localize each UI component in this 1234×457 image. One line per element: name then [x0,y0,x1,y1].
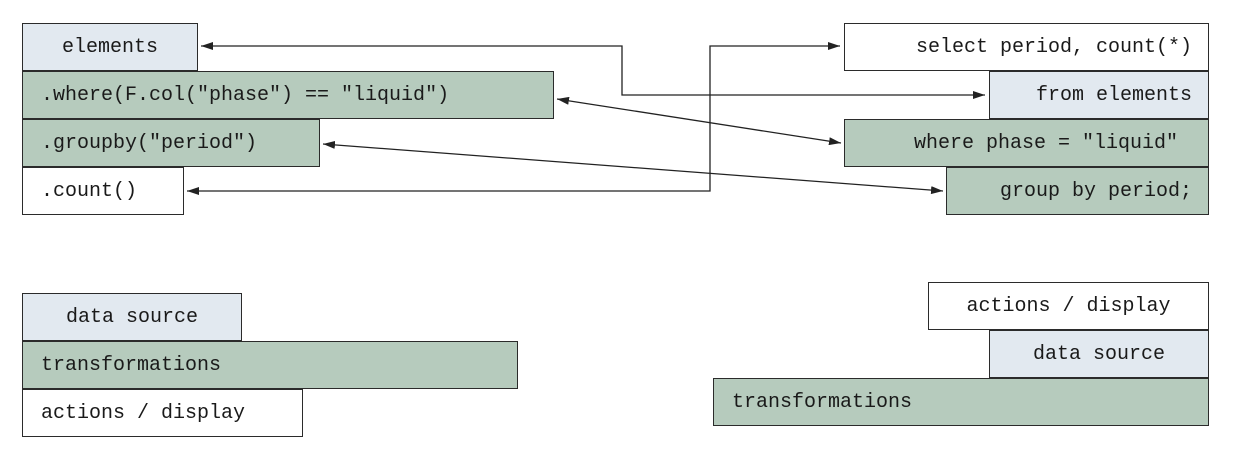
pyspark-elements-box: elements [22,23,198,71]
sql-group-box: group by period; [946,167,1209,215]
pyspark-count-box: .count() [22,167,184,215]
legend-right-transformations-box: transformations [713,378,1209,426]
pyspark-count-label: .count() [41,179,138,203]
sql-from-box: from elements [989,71,1209,119]
legend-right-data-source-box: data source [989,330,1209,378]
legend-right-transformations-label: transformations [732,390,913,414]
legend-right-actions-label: actions / display [966,294,1171,318]
arrow-count-select [187,42,840,195]
sql-from-label: from elements [1035,83,1192,107]
sql-group-label: group by period; [999,179,1192,203]
arrow-where-where [556,96,842,146]
legend-left-data-source-box: data source [22,293,242,341]
arrow-elements-from [201,42,985,99]
legend-left-transformations-box: transformations [22,341,518,389]
legend-right-data-source-label: data source [1032,342,1166,366]
legend-left-actions-box: actions / display [22,389,303,437]
arrow-groupby-group [322,140,944,195]
sql-where-label: where phase = "liquid" [913,131,1178,155]
legend-right-actions-box: actions / display [928,282,1209,330]
pyspark-elements-label: elements [61,35,158,59]
legend-left-transformations-label: transformations [41,353,222,377]
legend-left-actions-label: actions / display [41,401,246,425]
legend-left-data-source-label: data source [65,305,199,329]
